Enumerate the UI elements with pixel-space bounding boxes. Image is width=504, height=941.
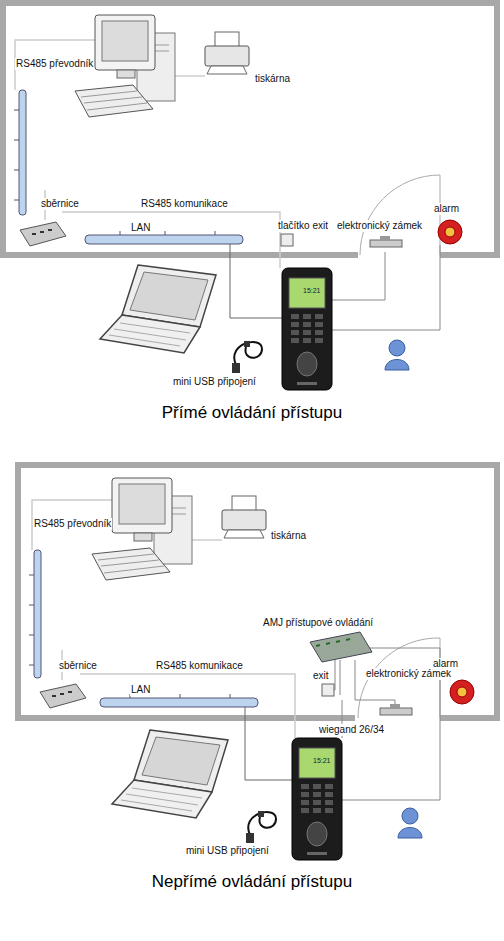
part-label: RS485 komunikace	[140, 198, 229, 210]
screen-text: 15:21	[303, 287, 321, 295]
panel-indirect	[18, 465, 497, 860]
part-label: RS485 převodník	[33, 518, 112, 530]
part-label: mini USB připojení	[172, 376, 257, 388]
panel-direct	[3, 3, 497, 390]
part-label: sběrnice	[58, 660, 98, 672]
part-label: RS485 komunikace	[155, 660, 244, 672]
part-label: wiegand 26/34	[318, 724, 385, 736]
part-label: alarm	[432, 658, 459, 670]
part-label: tiskárna	[254, 73, 291, 85]
panel-region: Nepřímé ovládání přístupu	[0, 465, 504, 935]
part-label: alarm	[433, 203, 460, 215]
panel-caption: Nepřímé ovládání přístupu	[0, 872, 504, 892]
screen-text: 15:21	[313, 757, 331, 765]
part-label: LAN	[130, 684, 151, 696]
part-label: AMJ přístupové ovládání	[262, 617, 374, 629]
part-label: sběrnice	[40, 198, 80, 210]
part-label: exit	[312, 670, 330, 682]
part-label: mini USB připojení	[185, 845, 270, 857]
panel-caption: Přímé ovládání přístupu	[0, 403, 504, 423]
part-label: tlačítko exit	[277, 220, 329, 232]
part-label: LAN	[130, 222, 151, 234]
part-label: elektronický zámek	[336, 220, 423, 232]
part-label: RS485 převodník	[15, 58, 94, 70]
part-label: tiskárna	[270, 530, 307, 542]
